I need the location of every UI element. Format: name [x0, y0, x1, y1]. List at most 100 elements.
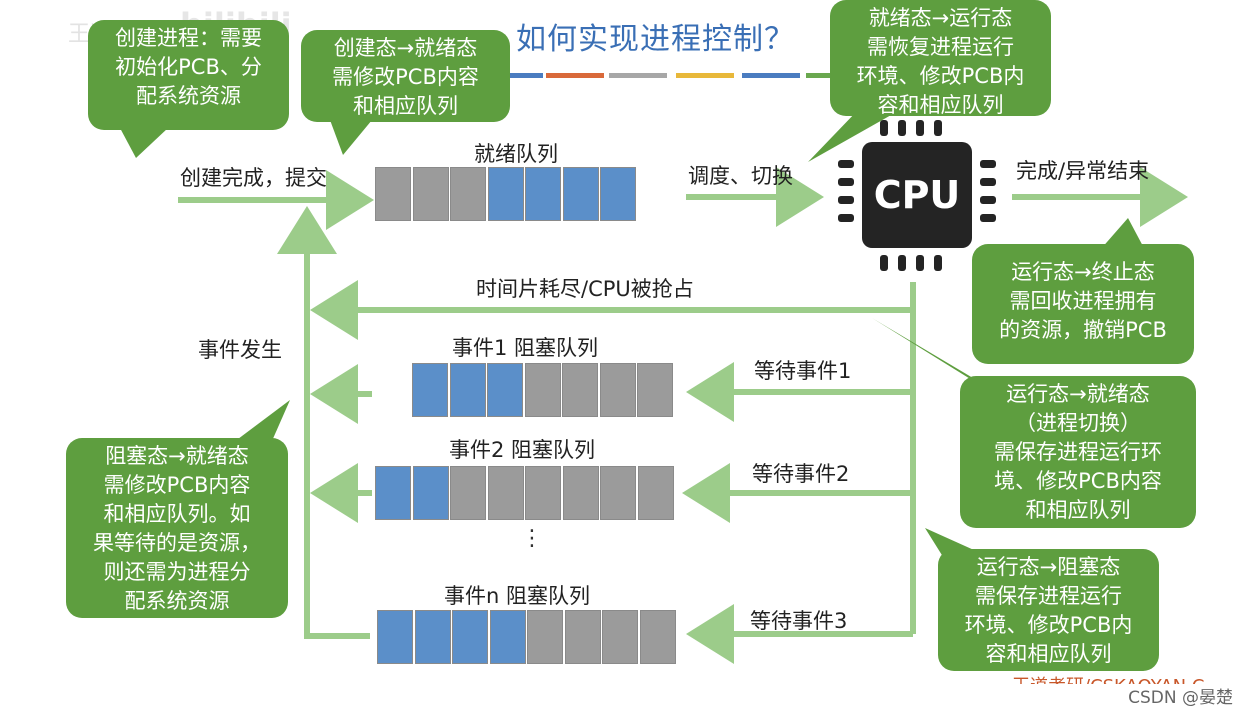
bubble-line: 阻塞态→就绪态 [105, 444, 249, 468]
cpu-pin [880, 120, 888, 136]
queue-cell-gray [450, 167, 486, 221]
label-queuen: 事件n 阻塞队列 [444, 584, 590, 608]
tail-blocked-ready [230, 400, 290, 450]
cpu-pins [838, 120, 996, 271]
bubble-line: 运行态→就绪态 [1006, 382, 1150, 406]
label-queue2: 事件2 阻塞队列 [449, 438, 596, 462]
title-underline [509, 73, 832, 78]
bubble-line: 环境、修改PCB内 [856, 64, 1025, 88]
footer-credit: CSDN @晏楚 [1128, 688, 1233, 708]
bubble-running-to-blocked: 运行态→阻塞态 需保存进程运行 环境、修改PCB内 容和相应队列 [938, 549, 1159, 671]
queue-cell-gray [564, 610, 601, 664]
cpu-pin [838, 160, 854, 168]
underline-bar-5 [742, 73, 800, 78]
label-create-submit: 创建完成，提交 [180, 166, 327, 190]
cpu-pin [980, 178, 996, 186]
eventn-queue [377, 610, 677, 664]
cpu-pin [980, 214, 996, 222]
label-queue1: 事件1 阻塞队列 [452, 336, 599, 360]
label-finish: 完成/异常结束 [1016, 159, 1150, 183]
ready-queue [375, 167, 638, 221]
label-dispatch: 调度、切换 [688, 164, 793, 188]
queue-cell-blue [600, 167, 636, 221]
queue-cell-gray [524, 363, 561, 417]
bubble-line: 容和相应队列 [877, 93, 1004, 117]
queue-cell-gray [375, 167, 411, 221]
tail-create [120, 128, 168, 158]
underline-bar-1 [509, 73, 543, 78]
queue-cell-blue [489, 610, 526, 664]
bubble-line: 运行态→阻塞态 [976, 555, 1121, 579]
bubble-line: 需修改PCB内容 [103, 473, 251, 497]
bubble-line: 境、修改PCB内容 [994, 469, 1162, 493]
bubble-line: 容和相应队列 [985, 642, 1112, 666]
queue-cell-blue [487, 363, 523, 417]
queue-cell-blue [487, 167, 524, 221]
bubble-line: 的资源，撤销PCB [999, 318, 1167, 342]
queue-cell-gray [562, 466, 599, 520]
cpu-pin [980, 196, 996, 204]
label-wait3: 等待事件3 [750, 609, 848, 633]
bubble-line: 创建进程：需要 [115, 26, 262, 50]
queue-cell-gray [637, 466, 674, 520]
cpu-chip: CPU [862, 142, 972, 248]
label-ready-queue: 就绪队列 [474, 142, 558, 166]
cpu-pin [980, 160, 996, 168]
bubble-line: 则还需为进程分 [103, 560, 251, 584]
bubble-line: 配系统资源 [136, 84, 241, 108]
bubble-line: 运行态→终止态 [1011, 260, 1155, 284]
bubble-create-process: 创建进程：需要 初始化PCB、分 配系统资源 [88, 20, 289, 130]
bubble-line: 环境、修改PCB内 [964, 613, 1133, 637]
label-event-occur: 事件发生 [198, 338, 282, 362]
source-watermark: 王道考研/CSKAOYAN.C [1012, 672, 1242, 684]
bubble-line: 需保存进程运行 [975, 584, 1122, 608]
underline-bar-4 [676, 73, 734, 78]
bubble-blocked-to-ready: 阻塞态→就绪态 需修改PCB内容 和相应队列。如 果等待的是资源， 则还需为进程… [66, 438, 288, 618]
underline-bar-6 [806, 73, 832, 78]
ellipsis-dots: ⋮ [521, 526, 543, 551]
bubble-line: 就绪态→运行态 [868, 6, 1013, 30]
bubble-line: 需保存进程运行环 [994, 440, 1162, 464]
queue-cell-blue [375, 466, 411, 520]
tail-ready-running [808, 110, 900, 162]
cpu-pin [880, 255, 888, 271]
queue-cell-gray [412, 167, 449, 221]
bubble-line: 和相应队列 [1025, 498, 1131, 522]
cpu-pin [916, 255, 924, 271]
queue-cell-blue [525, 167, 561, 221]
queue-cell-blue [449, 363, 486, 417]
label-wait2: 等待事件2 [752, 462, 850, 486]
slide-title: 如何实现进程控制？ [516, 22, 795, 57]
bubble-running-to-terminated: 运行态→终止态 需回收进程拥有 的资源，撤销PCB [972, 244, 1194, 364]
label-wait1: 等待事件1 [754, 359, 852, 383]
queue-cell-blue [412, 466, 449, 520]
bubble-running-to-ready: 运行态→就绪态 （进程切换） 需保存进程运行环 境、修改PCB内容 和相应队列 [960, 376, 1196, 528]
bubble-line: 配系统资源 [124, 589, 230, 613]
queue-cell-gray [562, 363, 598, 417]
queue-cell-blue [414, 610, 451, 664]
label-timeout: 时间片耗尽/CPU被抢占 [476, 277, 694, 301]
bubble-line: 和相应队列 [353, 94, 458, 118]
bubble-line: 需修改PCB内容 [332, 65, 479, 89]
queue-cell-gray [602, 610, 638, 664]
cpu-pin [898, 255, 906, 271]
underline-bar-2 [546, 73, 604, 78]
queue-cell-gray [639, 610, 676, 664]
bubble-line: 需恢复进程运行 [867, 35, 1014, 59]
cpu-pin [934, 120, 942, 136]
cpu-pin [838, 214, 854, 222]
bubble-line: 和相应队列。如 [103, 502, 251, 526]
queue-cell-blue [562, 167, 599, 221]
bubble-line: 果等待的是资源， [93, 531, 261, 555]
queue-cell-blue [412, 363, 448, 417]
bubble-new-to-ready: 创建态→就绪态 需修改PCB内容 和相应队列 [301, 30, 510, 122]
event2-queue [375, 466, 675, 520]
underline-bar-3 [609, 73, 667, 78]
queue-cell-gray [450, 466, 486, 520]
queue-cell-gray [487, 466, 524, 520]
cpu-pin [838, 178, 854, 186]
queue-cell-gray [599, 363, 636, 417]
cpu-pin [934, 255, 942, 271]
queue-cell-gray [525, 466, 561, 520]
